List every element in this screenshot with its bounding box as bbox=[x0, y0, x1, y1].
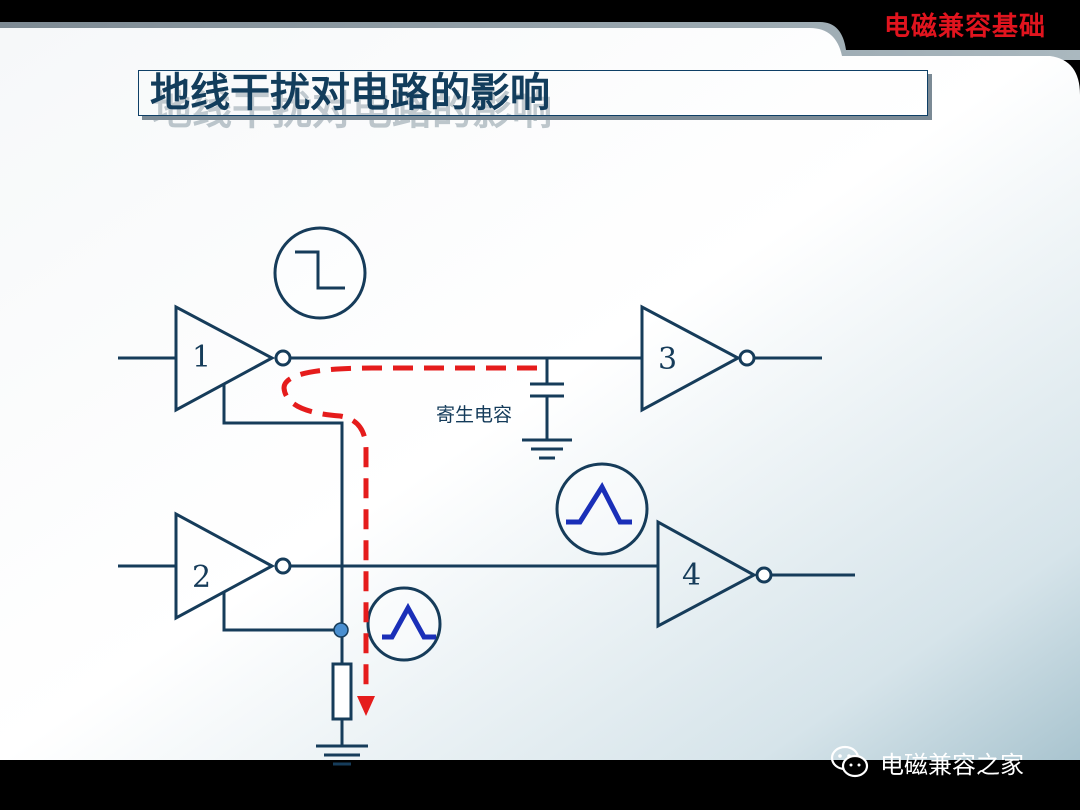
gate4-triangle bbox=[656, 519, 758, 629]
gate4-bubble bbox=[755, 566, 773, 584]
gate2-bubble bbox=[274, 557, 292, 575]
title-box bbox=[138, 70, 928, 116]
title-shadow: 地线干扰对电路的影响 bbox=[152, 87, 552, 134]
gate1-ground-wire bbox=[222, 384, 344, 630]
gate-label-4: 4 bbox=[682, 558, 702, 593]
gate3-triangle bbox=[640, 304, 742, 413]
gate-label-3: 3 bbox=[658, 342, 678, 377]
gate2-ground-wire bbox=[222, 592, 342, 632]
gate1-bubble bbox=[274, 349, 292, 367]
junction-node bbox=[333, 622, 349, 638]
pulse-circle-upper bbox=[555, 462, 649, 556]
ground-resistor bbox=[331, 662, 353, 721]
interference-current-path bbox=[281, 365, 537, 690]
gate3-bubble bbox=[738, 349, 756, 367]
gate-label-1: 1 bbox=[192, 340, 212, 375]
current-arrow-icon bbox=[357, 696, 375, 716]
header-label: 电磁兼容基础 bbox=[883, 12, 1046, 42]
page-title: 地线干扰对电路的影响 bbox=[150, 69, 550, 116]
step-signal-circle bbox=[273, 226, 367, 320]
step-waveform bbox=[295, 250, 345, 290]
gate-label-2: 2 bbox=[192, 560, 212, 595]
footer-watermark: 电磁兼容之家 bbox=[830, 742, 1024, 782]
pulse-waveform-upper bbox=[566, 481, 632, 525]
pulse-circle-lower bbox=[366, 586, 442, 662]
footer-text: 电磁兼容之家 bbox=[880, 750, 1024, 779]
capacitor-label: 寄生电容 bbox=[436, 404, 513, 426]
wechat-icon bbox=[830, 745, 869, 778]
pulse-waveform-lower bbox=[382, 602, 436, 640]
